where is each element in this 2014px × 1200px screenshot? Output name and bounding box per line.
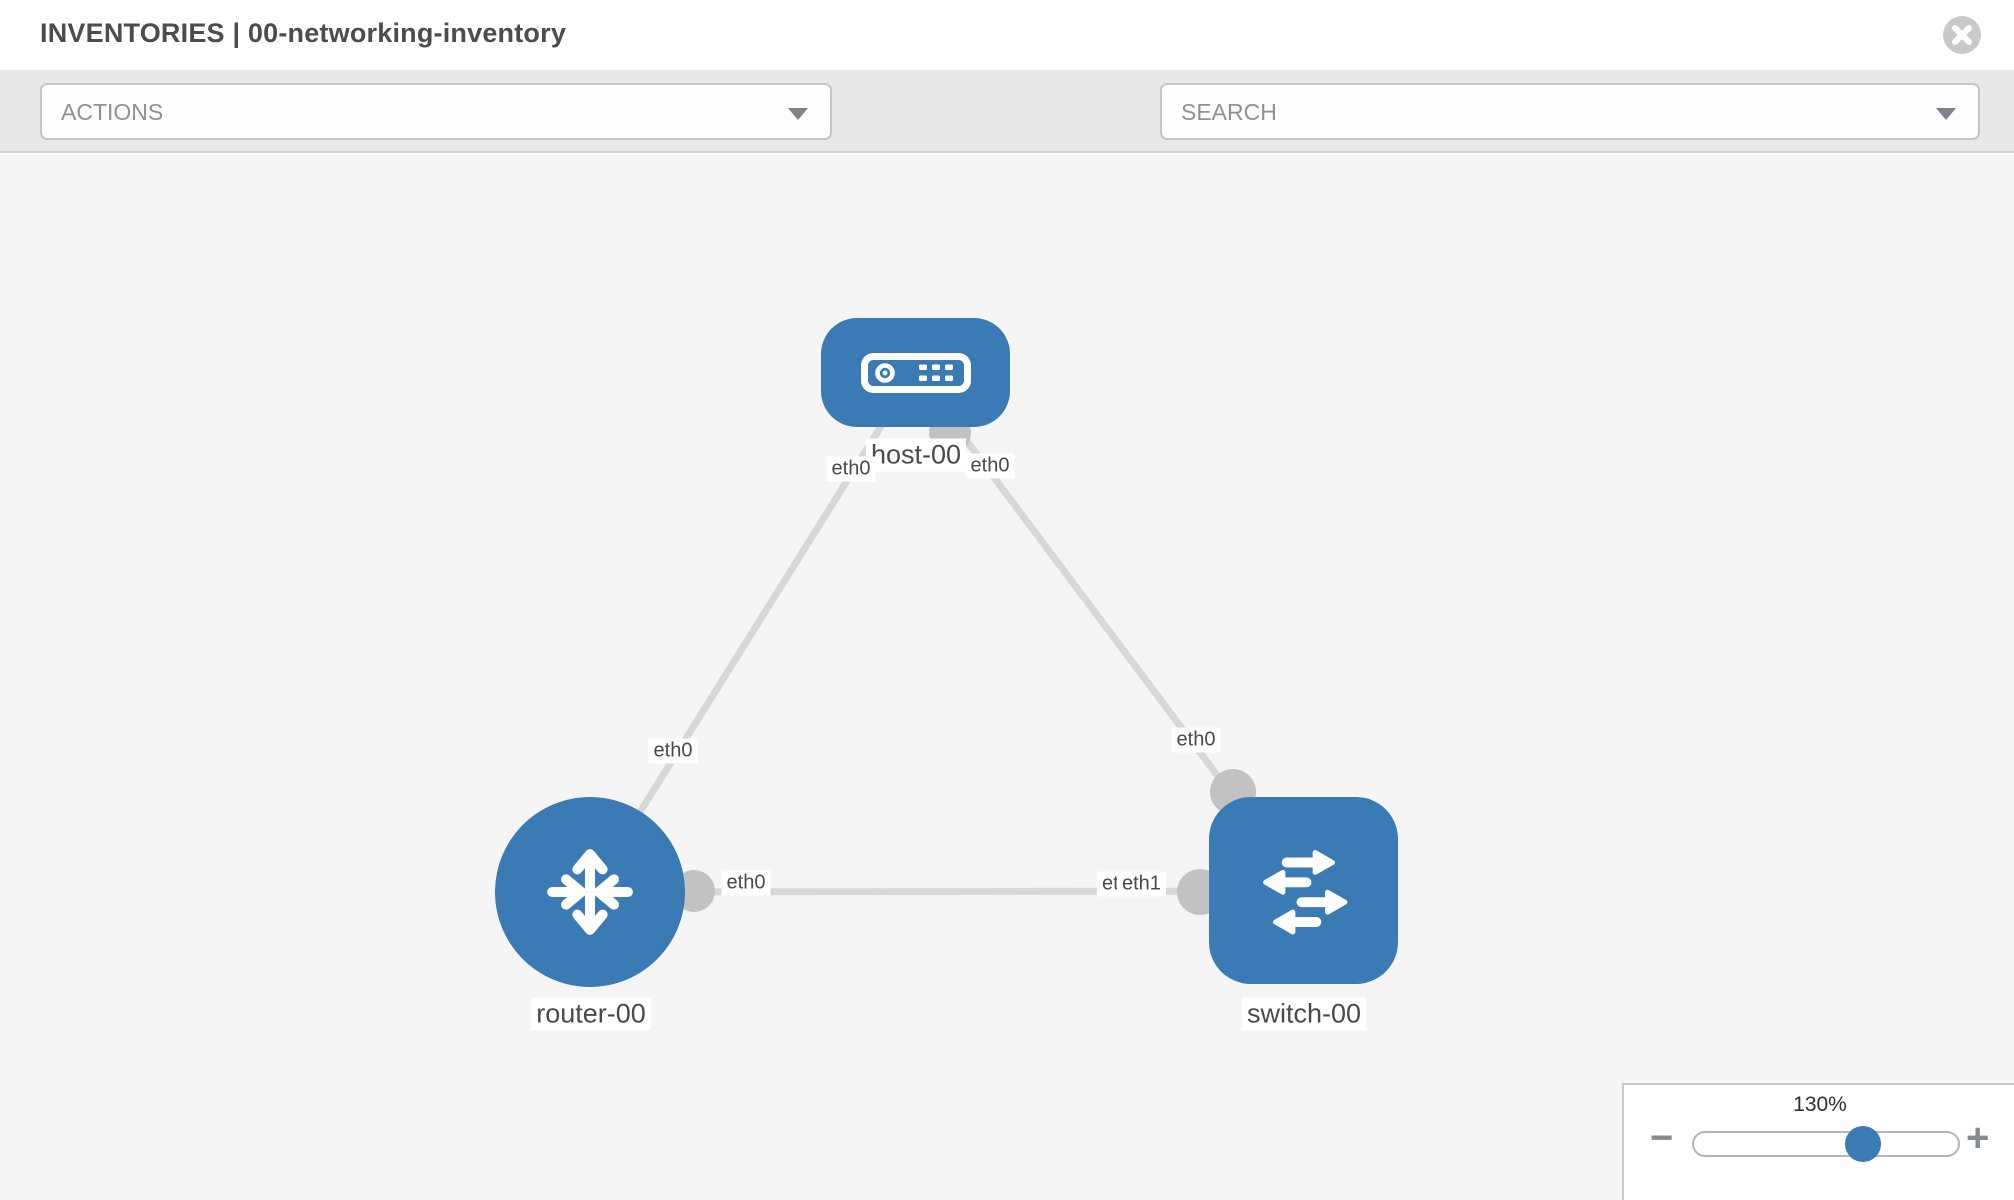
- node-label-switch: switch-00: [1241, 997, 1367, 1031]
- zoom-in-button[interactable]: +: [1966, 1116, 1990, 1160]
- interface-label: eth0: [648, 738, 698, 764]
- chevron-down-icon: [788, 108, 808, 120]
- search-placeholder: SEARCH: [1181, 99, 1277, 125]
- host-icon: [860, 352, 971, 393]
- actions-dropdown-label: ACTIONS: [61, 99, 164, 125]
- node-router-00[interactable]: [495, 797, 685, 987]
- links-layer: [587, 369, 1306, 915]
- interface-label: eth0: [965, 453, 1015, 479]
- interface-label: eth0: [1171, 727, 1221, 753]
- topology-canvas[interactable]: host-00 router-00 switch-00 eth0 eth0 et…: [0, 155, 2014, 1200]
- actions-dropdown[interactable]: ACTIONS: [40, 83, 832, 140]
- zoom-slider-knob[interactable]: [1845, 1126, 1881, 1162]
- interface-label: eth0: [721, 870, 771, 896]
- node-label-host: host-00: [865, 438, 967, 472]
- node-switch-00[interactable]: [1209, 797, 1398, 984]
- zoom-level-value: 130%: [1793, 1093, 1847, 1116]
- interface-label: eth0: [826, 456, 876, 482]
- router-icon: [547, 849, 633, 935]
- zoom-out-button[interactable]: −: [1650, 1116, 1674, 1160]
- zoom-slider-track[interactable]: [1692, 1131, 1960, 1157]
- chevron-down-icon: [1936, 108, 1956, 120]
- search-dropdown[interactable]: SEARCH: [1160, 83, 1980, 140]
- node-label-router: router-00: [531, 997, 651, 1031]
- toolbar: ACTIONS: [0, 70, 2014, 200]
- close-button[interactable]: [1942, 15, 1982, 55]
- switch-icon: [1262, 849, 1347, 934]
- page-title: INVENTORIES | 00-networking-inventory: [40, 18, 567, 48]
- header: INVENTORIES | 00-networking-inventory: [0, 0, 2014, 70]
- zoom-panel: 130% − +: [1622, 1083, 2014, 1200]
- close-icon: [1943, 16, 1981, 54]
- interface-label: eth1: [1117, 871, 1166, 897]
- node-host-00[interactable]: [821, 318, 1010, 427]
